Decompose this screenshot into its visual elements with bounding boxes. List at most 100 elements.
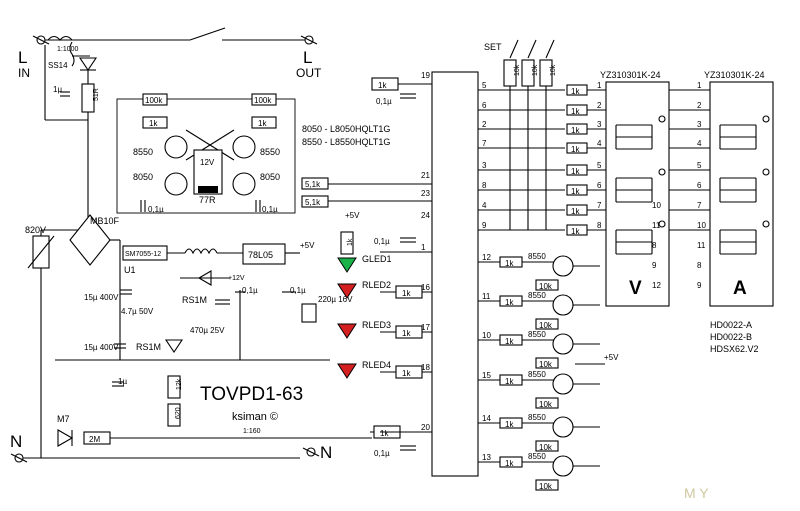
svg-text:8550: 8550: [260, 147, 280, 157]
mcu-pin-17: 17: [421, 323, 430, 332]
resistor-label: 1k: [571, 207, 580, 216]
display-v-pin-7: 7: [597, 201, 602, 210]
resistor-label: 1k: [571, 87, 580, 96]
svg-text:8550: 8550: [133, 147, 153, 157]
svg-text:1µ: 1µ: [118, 377, 127, 386]
svg-text:0,1µ: 0,1µ: [290, 286, 306, 295]
driver-transistor-8550: [552, 455, 574, 477]
svg-text:SM7055-12: SM7055-12: [125, 251, 161, 258]
transistor-label: 8550: [528, 252, 546, 261]
mcu-pin-16: 16: [421, 283, 430, 292]
driver-transistor-8550: [552, 333, 574, 355]
resistor-1k-led-2: [395, 325, 423, 339]
resistor-1k-led: [340, 231, 354, 255]
resistor-label: 1k: [571, 107, 580, 116]
display-a-pin-2: 2: [697, 101, 702, 110]
svg-text:L: L: [303, 48, 312, 67]
svg-text:2M: 2M: [89, 435, 100, 444]
svg-text:YZ310301K-24: YZ310301K-24: [704, 70, 765, 80]
led-label: RLED4: [362, 360, 391, 370]
label-set: SET: [484, 42, 502, 52]
display-v-pin-4: 4: [597, 139, 602, 148]
display-a-pin-10: 10: [697, 221, 706, 230]
resistor-label: 10k: [550, 64, 557, 76]
svg-text:15µ 400V: 15µ 400V: [84, 293, 119, 302]
svg-text:12k: 12k: [176, 378, 183, 390]
svg-text:8050 - L8050HQLT1G: 8050 - L8050HQLT1G: [302, 124, 390, 134]
resistor-label: 1k: [505, 337, 514, 346]
resistor-label: 1k: [571, 145, 580, 154]
resistor-label: 10k: [539, 282, 553, 291]
resistor-label: 10k: [514, 64, 521, 76]
svg-text:8550 - L8550HQLT1G: 8550 - L8550HQLT1G: [302, 137, 390, 147]
svg-text:HD0022-A: HD0022-A: [710, 320, 752, 330]
driver-transistor-8550: [552, 294, 574, 316]
led-rled2: [337, 283, 357, 299]
display-a-pin-5: 5: [697, 161, 702, 170]
q8550-left: [164, 135, 188, 159]
resistor-label: 1k: [571, 187, 580, 196]
svg-text:1k: 1k: [149, 119, 158, 128]
svg-text:N: N: [10, 432, 22, 451]
resistor-label: 10k: [539, 400, 553, 409]
transistor-label: 8550: [528, 370, 546, 379]
led-rled3: [337, 323, 357, 339]
reg-78l05: [242, 243, 286, 265]
mains-input: L IN L OUT 1:1000 SS14 51R 1µ: [18, 27, 322, 230]
segment-resistors: 1k1k1k1k1k1k1k1k123456781011891212345671…: [566, 81, 710, 290]
relay-contact-bar: [198, 186, 218, 193]
svg-text:4.7µ 50V: 4.7µ 50V: [121, 307, 154, 316]
svg-text:0,1µ: 0,1µ: [374, 237, 390, 246]
mcu-pin-1: 1: [421, 243, 426, 252]
display-a-pin-1: 1: [697, 81, 702, 90]
svg-text:+5V: +5V: [300, 241, 315, 250]
mcu-pin-6: 6: [482, 101, 487, 110]
svg-text:U1: U1: [124, 265, 136, 275]
svg-text:620: 620: [175, 407, 182, 419]
transistor-label: 8550: [528, 452, 546, 461]
bridge-rectifier: 820V MB10F: [25, 214, 121, 440]
resistor-label: 1k: [505, 459, 514, 468]
cap-220u: [301, 303, 317, 323]
driver-pull-resistor: [535, 397, 559, 409]
display-v-pin-5: 5: [597, 161, 602, 170]
resistor-label: 1k: [571, 227, 580, 236]
resistor-label: 10k: [539, 482, 553, 491]
transistor-label: 8550: [528, 330, 546, 339]
driver-pull-resistor: [535, 440, 559, 452]
driver-transistor-8550: [552, 373, 574, 395]
resistor-100k-left: [142, 93, 168, 106]
display-v-pin-r-11: 11: [652, 221, 661, 230]
display-v-pin-r-10: 10: [652, 201, 661, 210]
mcu-pin-11: 11: [482, 292, 491, 301]
svg-text:78L05: 78L05: [248, 250, 273, 260]
display-v-pin-r-9: 9: [652, 261, 657, 270]
resistor-1k-top: [371, 77, 399, 91]
terminal-n-right: [306, 447, 316, 457]
seven-seg-digit: [719, 168, 770, 203]
resistor-label: 1k: [402, 329, 411, 338]
display-v-pin-8: 8: [597, 221, 602, 230]
transformer-ratio: 1:1000: [57, 46, 79, 53]
svg-text:RS1M: RS1M: [182, 295, 207, 305]
driver-base-resistor: [499, 417, 523, 429]
mcu-pin-12: 12: [482, 253, 491, 262]
inductor: [184, 248, 218, 255]
display-a-pin-8: 8: [697, 261, 702, 270]
svg-text:220µ 16V: 220µ 16V: [318, 295, 353, 304]
mcu-pin-7: 7: [482, 139, 487, 148]
svg-text:M7: M7: [57, 414, 70, 424]
display-v-pin-r-8: 8: [652, 241, 657, 250]
svg-text:0,1µ: 0,1µ: [374, 449, 390, 458]
led-gled1: [337, 257, 357, 273]
svg-text:1k: 1k: [258, 119, 267, 128]
led-rled4: [337, 363, 357, 379]
seven-seg-digit: [615, 168, 666, 203]
diode-m7: [57, 429, 74, 447]
resistor-label: 10k: [532, 64, 539, 76]
svg-text:1µ: 1µ: [53, 85, 62, 94]
mcu-pin-8: 8: [482, 181, 487, 190]
svg-text:+12V: +12V: [228, 275, 245, 282]
svg-text:RS1M: RS1M: [136, 342, 161, 352]
